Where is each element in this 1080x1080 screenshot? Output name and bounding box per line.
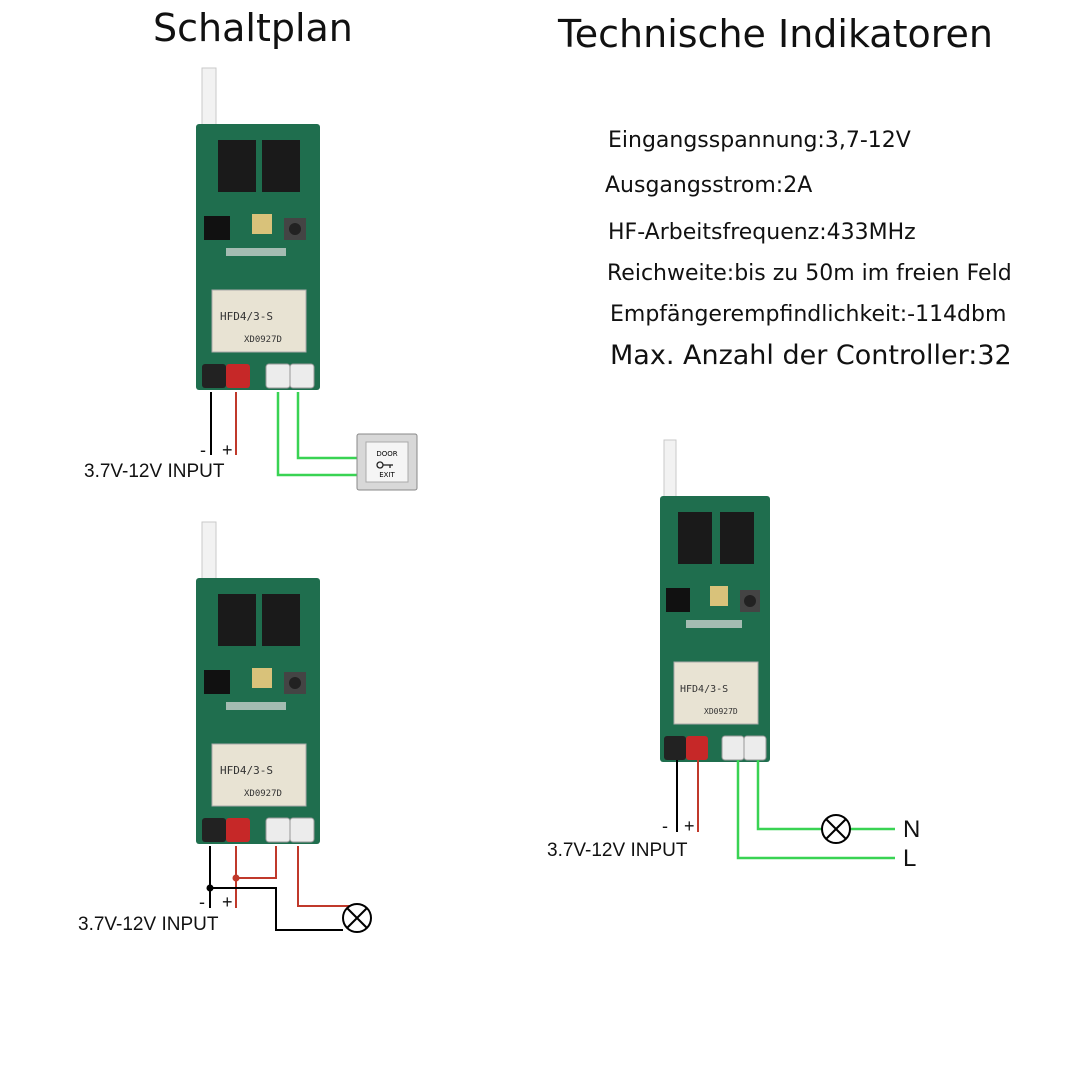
- wiring-diagram-3: [676, 760, 895, 860]
- wire-red: [236, 846, 277, 879]
- neutral-label: N: [903, 816, 921, 843]
- spec-rf-frequency: HF-Arbeitsfrequenz:433MHz: [608, 220, 916, 245]
- spec-sensitivity: Empfängerempfindlichkeit:-114dbm: [610, 302, 1007, 327]
- switch-bottom-label: EXIT: [379, 471, 395, 479]
- specs-title: Technische Indikatoren: [558, 12, 993, 56]
- spec-max-controllers: Max. Anzahl der Controller:32: [610, 340, 1012, 371]
- door-exit-switch: DOOR EXIT: [356, 433, 418, 491]
- input-voltage-label: 3.7V-12V INPUT: [547, 840, 688, 861]
- live-label: L: [903, 845, 917, 872]
- relay-model-label: HFD4/3-S: [680, 684, 728, 695]
- plus-label: +: [222, 440, 233, 460]
- wire-green: [296, 392, 357, 460]
- relay-model-label: HFD4/3-S: [220, 310, 273, 323]
- plus-label: +: [222, 892, 233, 912]
- wire-green-live: [736, 760, 895, 860]
- spec-output-current: Ausgangsstrom:2A: [605, 173, 813, 198]
- plus-label: +: [684, 816, 695, 836]
- relay-model-label: HFD4/3-S: [220, 764, 273, 777]
- minus-label: -: [200, 440, 206, 460]
- wiring-diagram-2: [206, 846, 372, 933]
- relay-code-label: XD0927D: [244, 335, 282, 345]
- receiver-board-2: HFD4/3-S XD0927D: [196, 521, 320, 844]
- relay-code-label: XD0927D: [704, 707, 738, 716]
- receiver-board-1: HFD4/3-S XD0927D: [196, 67, 320, 390]
- key-icon: [376, 461, 393, 469]
- relay-code-label: XD0927D: [244, 789, 282, 799]
- spec-range: Reichweite:bis zu 50m im freien Feld: [607, 261, 1012, 286]
- minus-label: -: [199, 892, 205, 912]
- lamp-icon: [342, 903, 372, 933]
- input-voltage-label: 3.7V-12V INPUT: [78, 914, 219, 935]
- spec-input-voltage: Eingangsspannung:3,7-12V: [608, 128, 911, 153]
- input-voltage-label: 3.7V-12V INPUT: [84, 461, 225, 482]
- receiver-board-3: HFD4/3-S XD0927D: [660, 439, 770, 762]
- wire-green: [276, 392, 357, 477]
- wire-black: [210, 887, 343, 931]
- schematic-title: Schaltplan: [153, 6, 353, 50]
- minus-label: -: [662, 816, 668, 836]
- wiring-diagram-1: DOOR EXIT: [210, 392, 418, 491]
- wire-red: [297, 846, 357, 907]
- lamp-icon: [821, 814, 851, 844]
- wire-green-lamp: [756, 760, 822, 831]
- switch-top-label: DOOR: [376, 450, 397, 458]
